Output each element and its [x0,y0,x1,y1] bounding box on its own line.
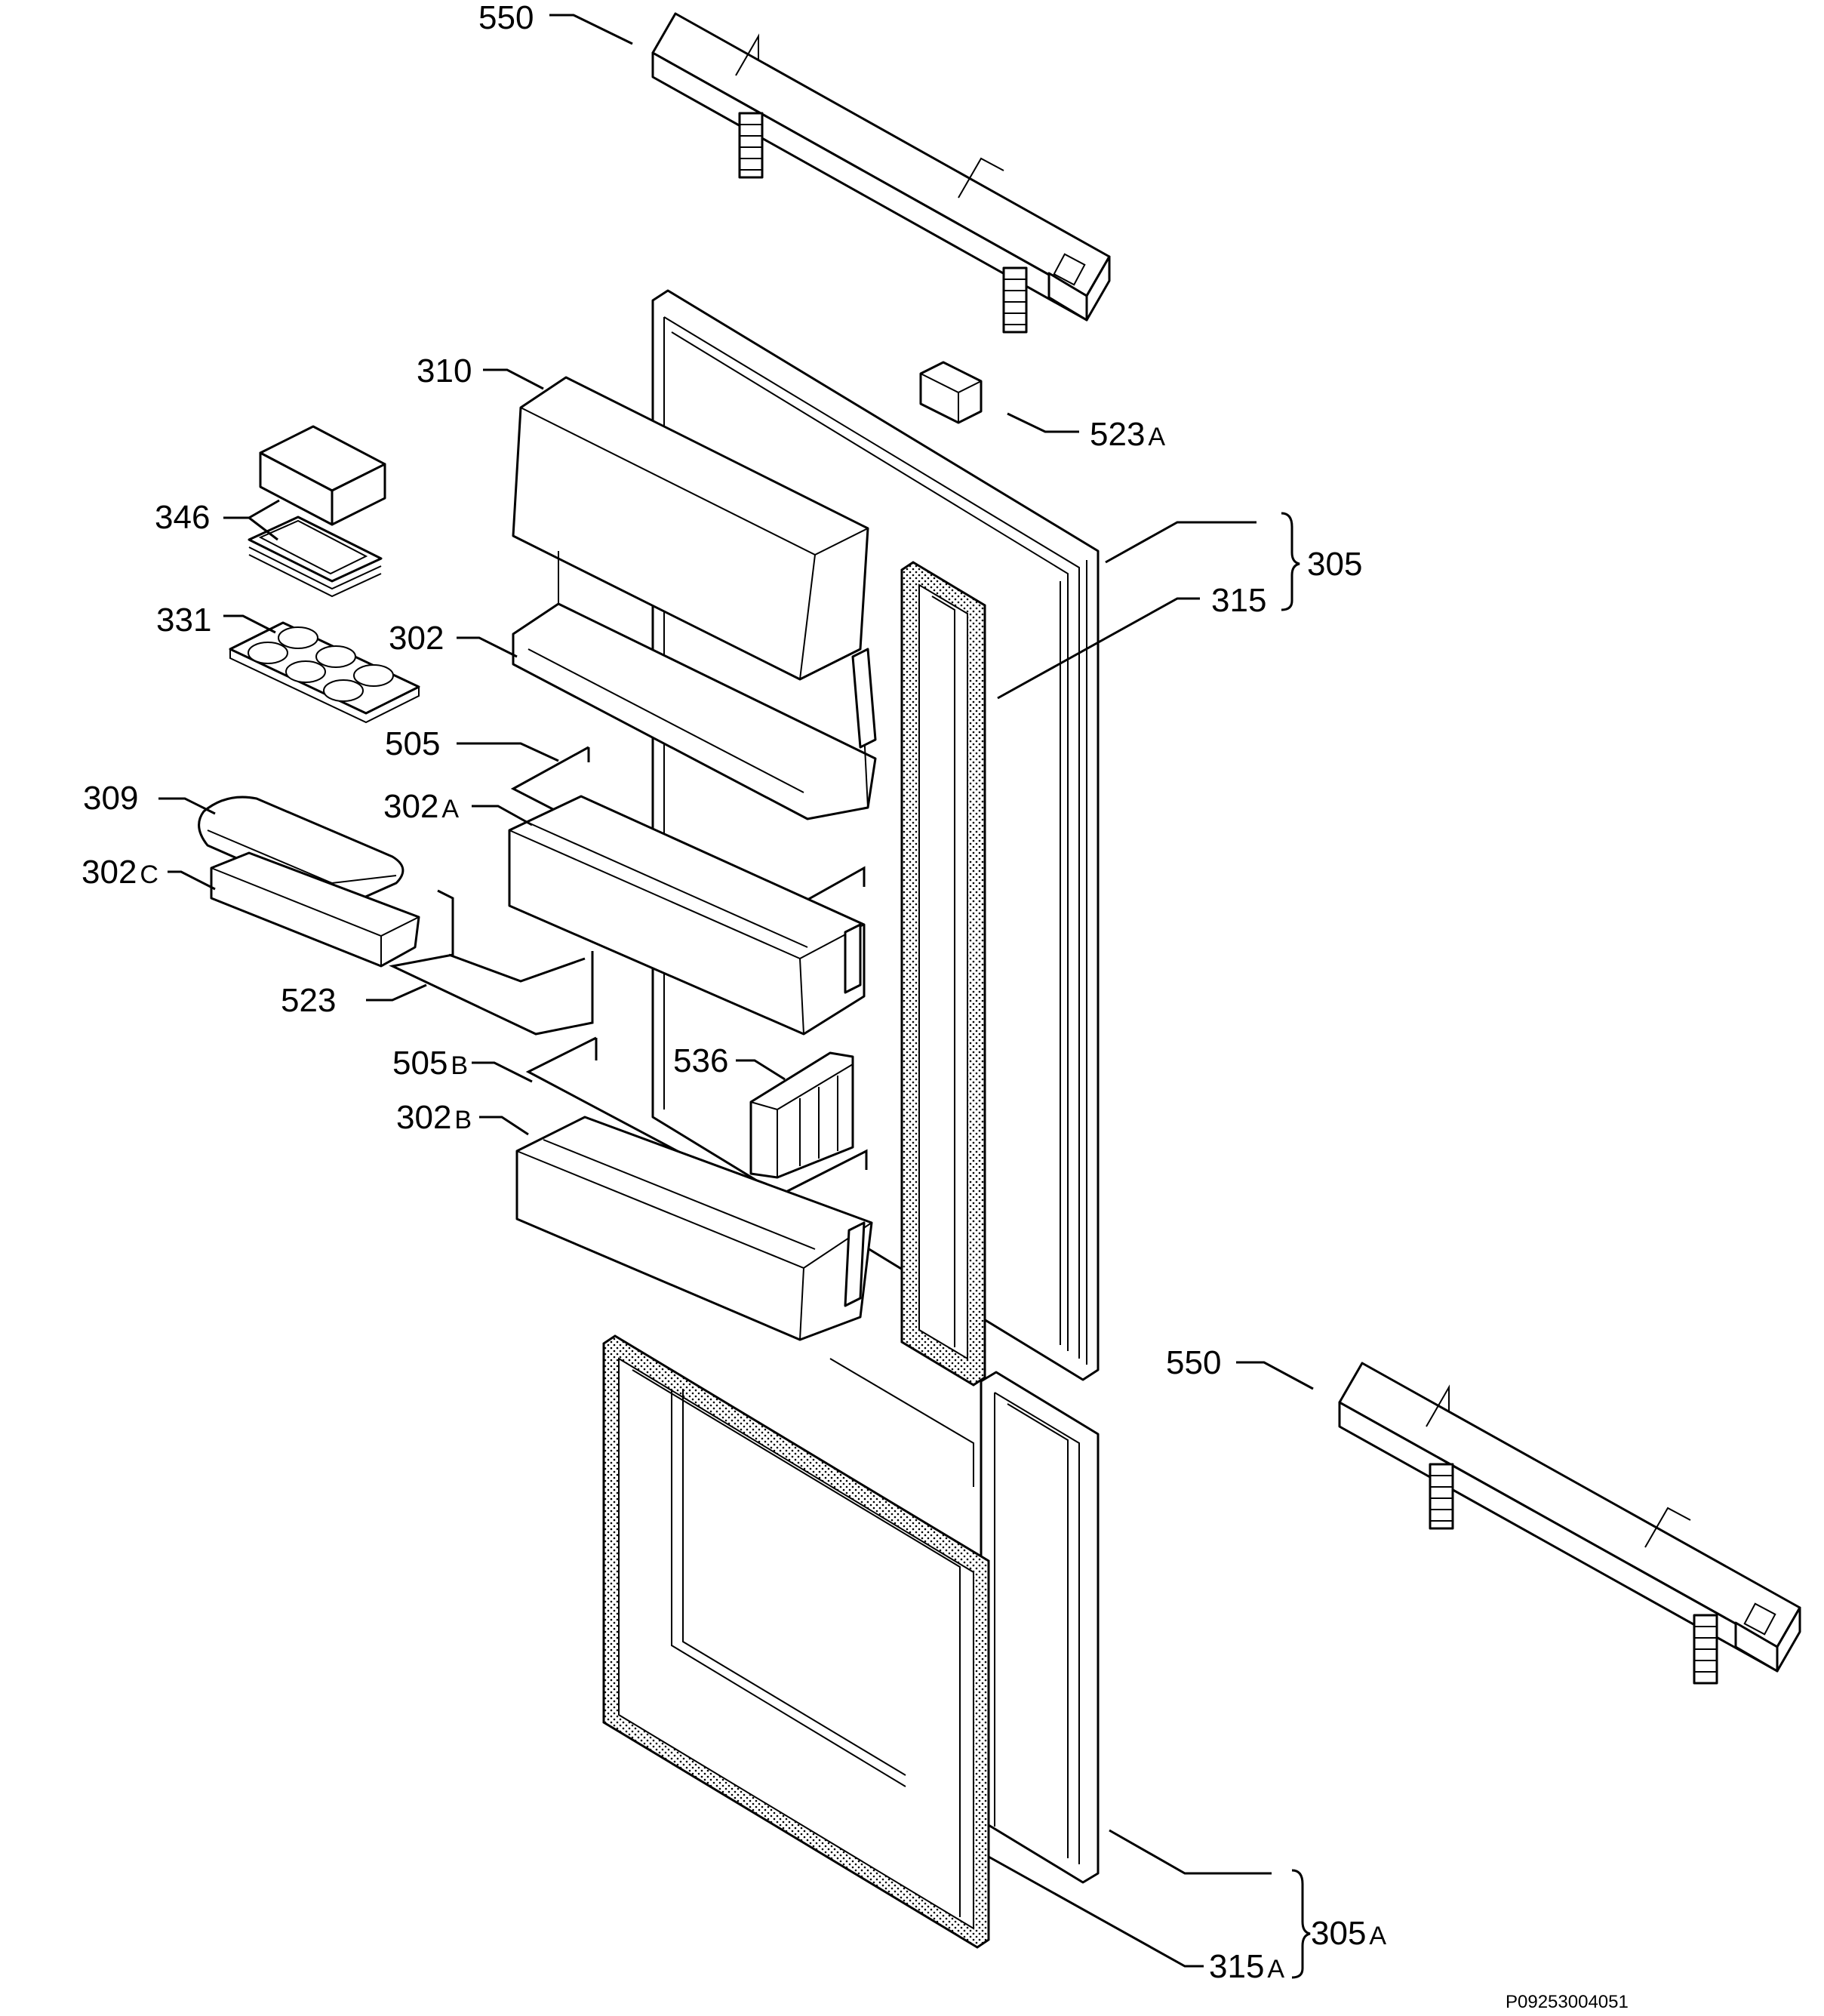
label-523: 523 [281,982,336,1019]
label-550-bottom: 550 [1166,1344,1221,1381]
handle-550-top [651,12,1111,334]
upper-gasket-315 [900,561,986,1387]
brace-305a [1291,1869,1311,1979]
part-310 [512,376,869,681]
label-305: 305 [1307,546,1362,583]
leader-lines [158,14,1314,1968]
part-346 [248,425,386,598]
label-302: 302 [389,620,444,657]
part-523a [919,361,983,424]
label-331: 331 [156,602,211,639]
label-536: 536 [673,1042,728,1079]
lower-gasket-315a [602,1334,990,1949]
part-536 [749,1051,854,1179]
label-310: 310 [417,352,472,389]
part-523 [389,889,594,1036]
label-309: 309 [83,780,138,817]
label-315: 315 [1211,582,1266,619]
drawing-code: P09253004051 [1506,1992,1629,2012]
brace-305 [1281,512,1300,611]
label-346: 346 [155,499,210,536]
label-550-top: 550 [478,0,534,36]
handle-550-bottom [1338,1362,1801,1685]
part-331 [229,621,420,724]
label-505: 505 [385,725,440,762]
lower-door-305a [980,1371,1100,1884]
part-302a [508,795,866,1036]
part-302 [512,551,877,820]
part-302b [515,1116,873,1341]
part-302c [210,851,420,968]
